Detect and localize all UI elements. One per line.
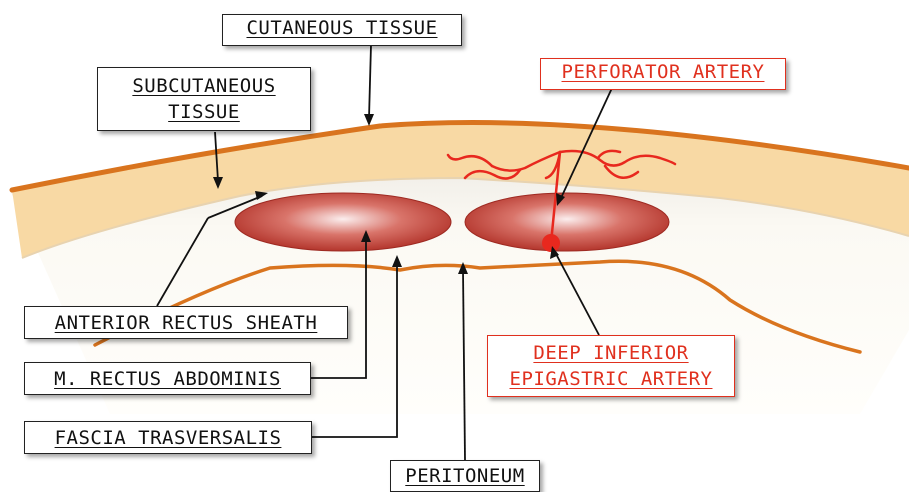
label-deep-inferior-epigastric-artery: DEEP INFERIOR EPIGASTRIC ARTERY bbox=[487, 335, 735, 397]
deep-inferior-epigastric-artery-dot bbox=[542, 234, 560, 252]
label-rectus-abdominis: M. RECTUS ABDOMINIS bbox=[24, 362, 311, 395]
label-fascia-trasversalis-text: FASCIA TRASVERSALIS bbox=[25, 425, 311, 451]
rectus-abdominis-right bbox=[465, 193, 669, 251]
label-perforator-artery-text: PERFORATOR ARTERY bbox=[541, 59, 785, 85]
label-deep-inferior-line1: DEEP INFERIOR bbox=[488, 340, 734, 366]
label-perforator-artery: PERFORATOR ARTERY bbox=[540, 58, 786, 90]
label-anterior-rectus-sheath-text: ANTERIOR RECTUS SHEATH bbox=[25, 310, 347, 336]
label-deep-inferior-line2: EPIGASTRIC ARTERY bbox=[488, 366, 734, 392]
label-rectus-abdominis-text: M. RECTUS ABDOMINIS bbox=[25, 366, 310, 392]
label-subcutaneous-line1: SUBCUTANEOUS bbox=[98, 73, 310, 99]
label-cutaneous-tissue: CUTANEOUS TISSUE bbox=[222, 14, 462, 46]
label-subcutaneous-tissue: SUBCUTANEOUS TISSUE bbox=[97, 67, 311, 131]
label-subcutaneous-line2: TISSUE bbox=[98, 99, 310, 125]
rectus-abdominis-left bbox=[235, 193, 451, 251]
label-anterior-rectus-sheath: ANTERIOR RECTUS SHEATH bbox=[24, 306, 348, 339]
label-fascia-trasversalis: FASCIA TRASVERSALIS bbox=[24, 421, 312, 454]
label-cutaneous-tissue-text: CUTANEOUS TISSUE bbox=[223, 15, 461, 41]
label-peritoneum: PERITONEUM bbox=[390, 460, 540, 492]
label-peritoneum-text: PERITONEUM bbox=[391, 463, 539, 489]
